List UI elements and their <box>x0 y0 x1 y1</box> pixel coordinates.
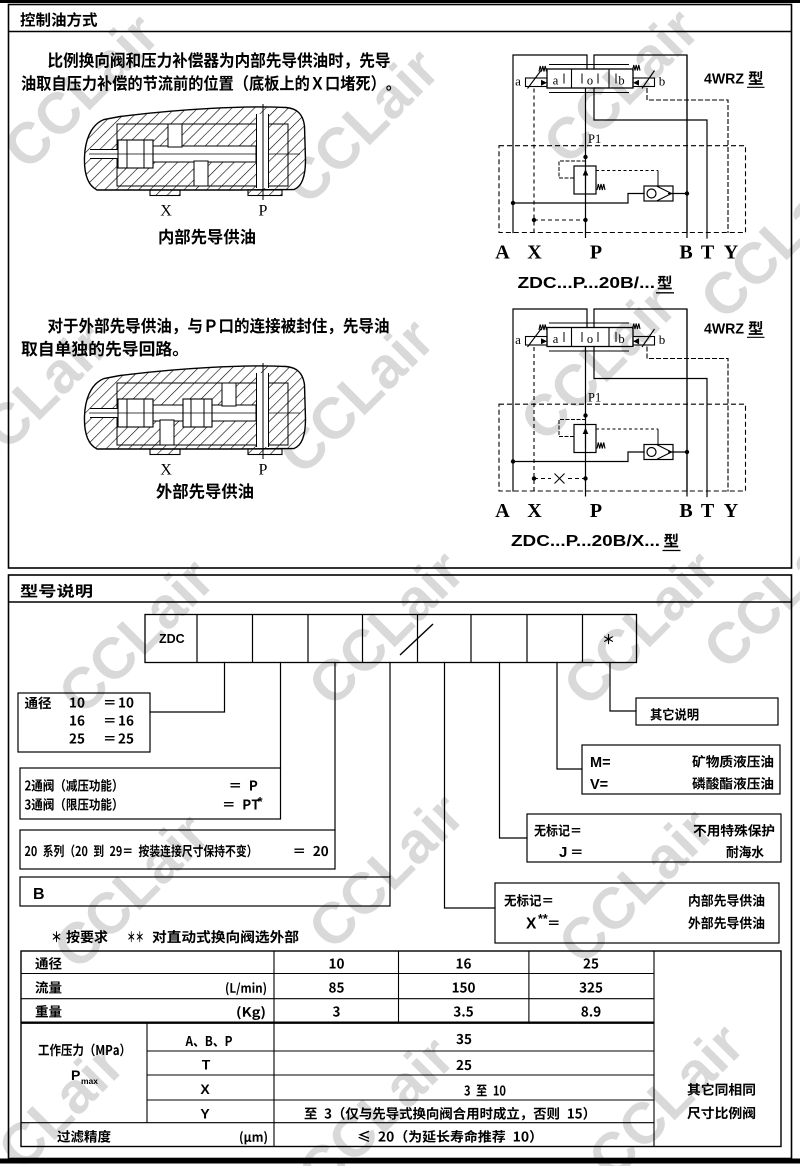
svg-text:P: P <box>259 203 268 220</box>
svg-text:P: P <box>259 462 268 479</box>
svg-text:X: X <box>527 242 542 264</box>
svg-text:X: X <box>526 916 537 933</box>
svg-text:ZDC...P...20B/...: ZDC...P...20B/... <box>518 275 656 292</box>
svg-text:a: a <box>515 332 521 347</box>
svg-text:**: ** <box>538 912 548 926</box>
svg-text:ZDC: ZDC <box>159 632 185 646</box>
svg-text:B: B <box>33 886 45 903</box>
svg-text:b: b <box>659 74 666 89</box>
svg-text:X: X <box>200 1081 210 1097</box>
svg-text:o: o <box>587 74 593 88</box>
svg-text:T: T <box>701 242 715 264</box>
svg-text:P1: P1 <box>588 132 601 146</box>
svg-text:4WRZ: 4WRZ <box>704 71 744 88</box>
svg-text:M=: M= <box>590 755 611 771</box>
svg-text:X: X <box>527 500 542 522</box>
svg-text:A: A <box>495 242 510 264</box>
svg-text:4WRZ: 4WRZ <box>704 321 744 338</box>
svg-text:ZDC...P...20B/X...: ZDC...P...20B/X... <box>511 533 660 550</box>
svg-text:P: P <box>590 500 602 522</box>
svg-text:J: J <box>559 844 567 861</box>
svg-text:T: T <box>701 500 715 522</box>
svg-text:B: B <box>679 500 692 522</box>
svg-text:a: a <box>515 74 521 89</box>
svg-text:T: T <box>202 1057 211 1073</box>
svg-text:V=: V= <box>590 777 608 793</box>
svg-text:max: max <box>81 1076 98 1086</box>
svg-text:Y: Y <box>724 242 739 264</box>
svg-text:a: a <box>553 332 559 346</box>
svg-text:A: A <box>495 500 510 522</box>
svg-text:P: P <box>590 242 602 264</box>
svg-text:X: X <box>160 462 172 479</box>
svg-text:o: o <box>587 332 593 346</box>
svg-text:a: a <box>553 74 559 88</box>
svg-text:b: b <box>618 74 624 88</box>
svg-text:P: P <box>71 1067 80 1083</box>
svg-text:X: X <box>160 203 172 220</box>
svg-text:*: * <box>258 794 264 809</box>
svg-text:P1: P1 <box>588 391 601 405</box>
svg-text:b: b <box>659 332 666 347</box>
svg-text:Y: Y <box>724 500 739 522</box>
svg-text:B: B <box>679 242 692 264</box>
svg-text:b: b <box>618 332 624 346</box>
svg-text:Y: Y <box>200 1106 210 1122</box>
